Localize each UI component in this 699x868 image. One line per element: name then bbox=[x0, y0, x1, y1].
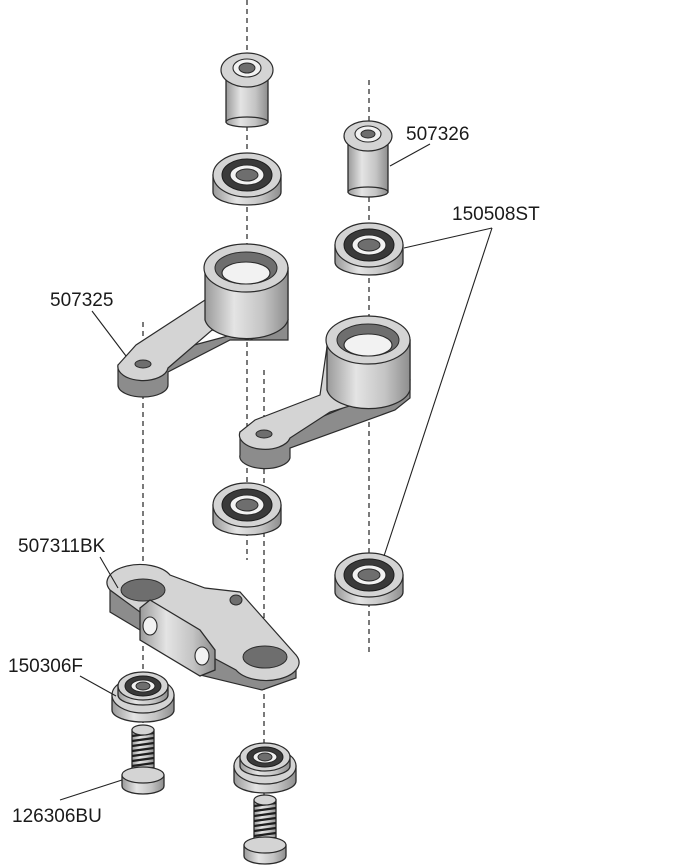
part-labels: 507326 150508ST 507325 507311BK 150306F … bbox=[8, 124, 540, 827]
leader-507325 bbox=[91, 310, 127, 357]
steering-arm-left-part bbox=[117, 243, 289, 398]
label-126306bu: 126306BU bbox=[12, 806, 102, 827]
label-150306f: 150306F bbox=[8, 656, 83, 677]
bearing-right-upper-part bbox=[334, 222, 404, 276]
leader-150508st-upper bbox=[403, 227, 493, 249]
bearing-right-lower-part bbox=[334, 552, 404, 606]
screw-right-part bbox=[243, 794, 287, 865]
leader-507326 bbox=[389, 143, 431, 167]
bridge-link-part bbox=[106, 563, 300, 691]
leader-150306f bbox=[79, 675, 117, 697]
label-507311bk: 507311BK bbox=[18, 536, 106, 557]
screw-left-part bbox=[121, 724, 165, 795]
label-507325: 507325 bbox=[50, 290, 113, 311]
bushing-left-part bbox=[220, 52, 274, 128]
steering-arm-right-part bbox=[238, 315, 411, 470]
leader-lines bbox=[59, 143, 493, 801]
label-150508st: 150508ST bbox=[452, 204, 540, 225]
leader-150508st-lower bbox=[383, 227, 493, 557]
flanged-bearing-right-part bbox=[233, 742, 297, 794]
leader-507311bk bbox=[99, 556, 119, 589]
bearing-left-middle-part bbox=[212, 482, 282, 536]
flanged-bearing-left-part bbox=[111, 671, 175, 723]
bearing-left-upper-part bbox=[212, 152, 282, 206]
bushing-right-part bbox=[343, 120, 393, 198]
leader-126306bu bbox=[59, 779, 123, 801]
label-507326: 507326 bbox=[406, 124, 469, 145]
